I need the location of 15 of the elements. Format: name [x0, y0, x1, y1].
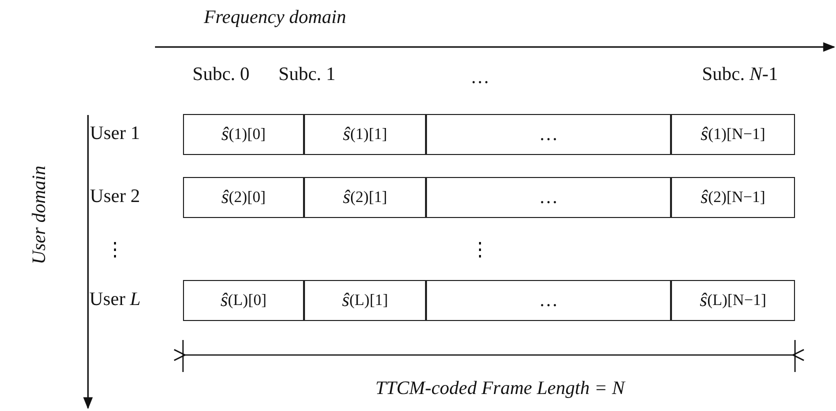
ellipsis: …: [470, 67, 490, 89]
axis-title: User domain: [29, 166, 51, 264]
ellipsis: ⋮: [106, 239, 124, 262]
column-header: Subc. 1: [278, 64, 336, 86]
column-header: Subc. N-1: [702, 64, 778, 86]
row-header: User 2: [90, 186, 140, 208]
symbol-cell: …: [426, 114, 671, 155]
dimension-label: TTCM-coded Frame Length = N: [375, 378, 625, 400]
symbol-cell: …: [426, 280, 671, 321]
row-header: User 1: [90, 123, 140, 145]
column-header: Subc. 0: [192, 64, 250, 86]
ellipsis: ⋮: [470, 239, 490, 262]
axis-title: Frequency domain: [204, 7, 346, 29]
symbol-cell: …: [426, 177, 671, 218]
row-header: User L: [89, 289, 141, 311]
